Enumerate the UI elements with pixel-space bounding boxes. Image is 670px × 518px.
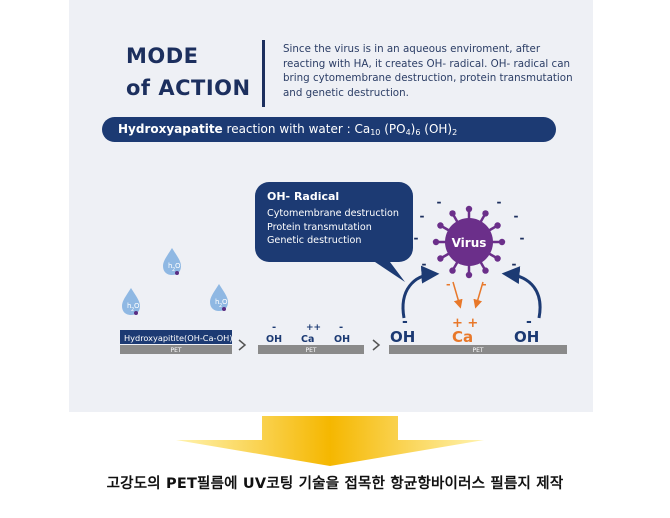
- virus-spike-tip: [465, 271, 473, 279]
- reaction-diagram: h 2 O h 2 O h 2 O Hydroxyapitite(OH-Ca-O…: [120, 195, 567, 354]
- ha-coating-bar: [120, 330, 232, 344]
- ca-plus-big: + +: [452, 316, 478, 331]
- oh-minus-3: -: [402, 314, 408, 330]
- oh-attack-arrow-left: [401, 265, 440, 319]
- formula-close: ): [410, 122, 416, 136]
- virus-label: Virus: [452, 236, 487, 250]
- virus-body: [445, 218, 493, 266]
- virus-charge-minus: -: [420, 209, 425, 223]
- bubble-tail: [369, 258, 405, 282]
- virus-spike-tip: [437, 222, 444, 229]
- virus-spike-tip: [482, 210, 489, 217]
- virus-charge-minus: -: [514, 209, 519, 223]
- pet-film-3: [389, 345, 567, 354]
- water-sub: 2: [131, 307, 134, 313]
- virus-spike-tip: [432, 238, 440, 246]
- step-arrow-2: [372, 339, 381, 351]
- formula-sub-4: 4: [405, 128, 411, 137]
- title-line-2: of ACTION: [126, 76, 251, 100]
- virus-spike-tip: [437, 255, 444, 262]
- oh-label-4: OH: [514, 328, 539, 346]
- reaction-banner: Hydroxyapatite reaction with water : Ca1…: [102, 117, 556, 142]
- formula-po4: (PO: [380, 122, 406, 136]
- virus-spike-tip: [465, 205, 473, 213]
- virus-spike-tip: [449, 267, 456, 274]
- pet-film-2: [258, 345, 364, 354]
- virus-charge-minus: -: [512, 257, 517, 271]
- pet-film-label-1: PET: [170, 347, 181, 354]
- virus-charge-minus: -: [422, 257, 427, 271]
- bubble-title: OH- Radical: [267, 190, 340, 203]
- ca-label-big: Ca: [452, 328, 473, 346]
- ca-arrow-2: [473, 281, 484, 309]
- bubble-line-1: Cytomembrane destruction: [267, 208, 399, 219]
- water-droplet-1: h 2 O: [163, 248, 181, 275]
- step-arrow-1: [238, 339, 247, 351]
- ca-minus-1: -: [446, 278, 451, 291]
- virus-charge-minus: -: [437, 195, 442, 209]
- oh-label-1: OH: [266, 334, 282, 345]
- formula-sub-6: 6: [415, 128, 421, 137]
- ca-plus: ++: [306, 323, 321, 333]
- virus-spike-tip: [498, 238, 506, 246]
- oh-minus-1: -: [272, 322, 276, 333]
- title-line-1: MODE: [126, 44, 199, 68]
- virus-icon: [432, 205, 506, 279]
- ca-arrow-1: [452, 281, 463, 309]
- water-sub: 2: [172, 267, 175, 273]
- virus-spike-tip: [494, 255, 501, 262]
- ha-coating-label: Hydroxyapitite(OH-Ca-OH): [124, 333, 233, 343]
- water-label: h: [215, 298, 219, 306]
- title-divider: [262, 40, 265, 107]
- reaction-label-bold: Hydroxyapatite: [118, 122, 223, 136]
- virus-spike-tip: [482, 267, 489, 274]
- water-label: h: [168, 262, 172, 270]
- ca-minus-2: -: [482, 278, 487, 291]
- oh-attack-arrow-right: [501, 266, 542, 319]
- oh-radical-bubble: OH- Radical Cytomembrane destruction Pro…: [255, 182, 413, 262]
- down-arrow-icon: [176, 416, 484, 466]
- oh-label-2: OH: [334, 334, 350, 345]
- water-droplet-3: h 2 O: [210, 284, 228, 311]
- headline-text: 고강도의 PET필름에 UV코팅 기술을 접목한 항균항바이러스 필름지 제작: [106, 476, 564, 492]
- pet-film-label-2: PET: [305, 347, 316, 354]
- water-o: O: [222, 298, 228, 306]
- bubble-line-3: Genetic destruction: [267, 235, 362, 246]
- ca-label: Ca: [301, 334, 314, 345]
- down-arrow-graphic: [176, 416, 484, 466]
- formula-sub-10: 10: [370, 128, 381, 137]
- oh-minus-4: -: [526, 314, 532, 330]
- virus-charge-minus: -: [497, 195, 502, 209]
- water-sub: 2: [219, 303, 222, 309]
- pet-film-1: [120, 345, 232, 354]
- reaction-label-rest: reaction with water :: [222, 122, 355, 136]
- pet-film-label-3: PET: [472, 347, 483, 354]
- oh-label-3: OH: [390, 328, 415, 346]
- formula-sub-2: 2: [452, 128, 458, 137]
- water-label: h: [127, 302, 131, 310]
- virus-spike-tip: [494, 222, 501, 229]
- water-o: O: [134, 302, 140, 310]
- mode-of-action-panel: MODE of ACTION Since the virus is in an …: [69, 0, 593, 412]
- water-o: O: [175, 262, 181, 270]
- virus-charges: --------: [414, 195, 525, 271]
- virus-charge-minus: -: [520, 231, 525, 245]
- oh-minus-2: -: [339, 322, 343, 333]
- formula-ca: Ca: [354, 122, 371, 136]
- water-droplet-2: h 2 O: [122, 288, 140, 315]
- virus-spike-tip: [449, 210, 456, 217]
- description-text: Since the virus is in an aqueous envirom…: [283, 43, 573, 99]
- virus-charge-minus: -: [414, 231, 419, 245]
- bubble-line-2: Protein transmutation: [267, 221, 372, 233]
- formula-oh: (OH): [420, 122, 453, 136]
